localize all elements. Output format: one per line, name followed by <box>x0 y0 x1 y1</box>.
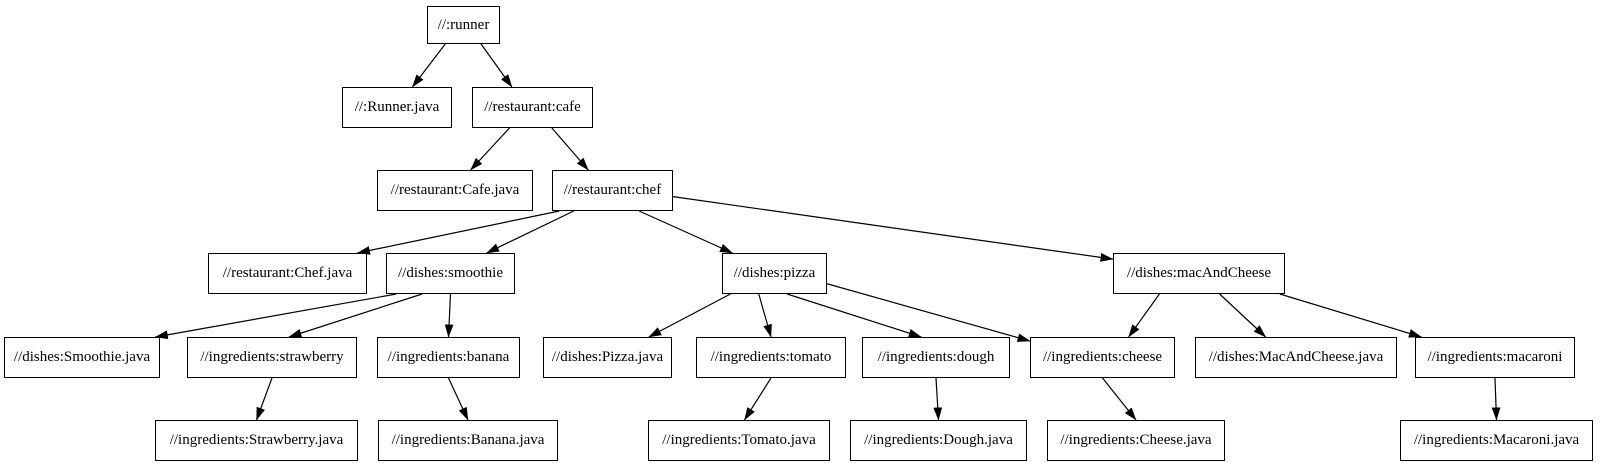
graph-node-tomato: //ingredients:tomato <box>696 337 846 378</box>
graph-node-cheese: //ingredients:cheese <box>1030 337 1175 378</box>
edge-strawberry-to-strawberry-java <box>255 377 273 421</box>
graph-node-runner: //:runner <box>427 6 500 44</box>
graph-node-dough: //ingredients:dough <box>862 337 1010 378</box>
edge-tomato-to-tomato-java <box>743 377 772 421</box>
graph-node-smoothie-java: //dishes:Smoothie.java <box>4 337 160 378</box>
edge-chef-to-smoothie <box>486 210 575 254</box>
edge-cafe-to-cafe-java <box>470 127 510 171</box>
graph-node-cafe-java: //restaurant:Cafe.java <box>377 170 533 211</box>
edge-chef-to-pizza <box>638 210 733 254</box>
graph-node-strawberry: //ingredients:strawberry <box>187 337 357 378</box>
edge-banana-to-banana-java <box>447 377 469 421</box>
graph-node-chef: //restaurant:chef <box>552 170 673 211</box>
graph-node-smoothie: //dishes:smoothie <box>386 253 515 294</box>
edge-cafe-to-chef <box>551 127 589 171</box>
edge-smoothie-to-strawberry <box>288 293 423 338</box>
graph-node-banana: //ingredients:banana <box>377 337 520 378</box>
edge-pizza-to-dough <box>786 293 922 338</box>
edge-runner-to-runner-java <box>411 43 446 88</box>
graph-node-banana-java: //ingredients:Banana.java <box>378 420 558 461</box>
edge-macaroni-to-macaroni-java <box>1491 377 1501 421</box>
graph-node-pizza: //dishes:pizza <box>722 253 827 294</box>
graph-node-dough-java: //ingredients:Dough.java <box>850 420 1027 461</box>
graph-node-cafe: //restaurant:cafe <box>472 87 593 128</box>
edge-mac-and-cheese-to-mac-and-cheese-java <box>1219 293 1267 338</box>
edge-chef-to-mac-and-cheese <box>672 196 1114 262</box>
edge-smoothie-to-banana <box>444 293 454 338</box>
graph-node-chef-java: //restaurant:Chef.java <box>208 253 367 294</box>
edge-pizza-to-pizza-java <box>648 293 731 338</box>
graph-node-pizza-java: //dishes:Pizza.java <box>543 337 672 378</box>
edge-cheese-to-cheese-java <box>1102 377 1137 421</box>
graph-node-tomato-java: //ingredients:Tomato.java <box>648 420 830 461</box>
graph-node-macaroni: //ingredients:macaroni <box>1415 337 1575 378</box>
graph-node-macaroni-java: //ingredients:Macaroni.java <box>1400 420 1593 461</box>
graph-node-mac-and-cheese-java: //dishes:MacAndCheese.java <box>1195 337 1397 378</box>
edge-pizza-to-cheese <box>826 283 1031 342</box>
edge-mac-and-cheese-to-macaroni <box>1279 293 1422 338</box>
graph-node-runner-java: //:Runner.java <box>342 87 452 128</box>
edge-smoothie-to-smoothie-java <box>154 293 397 340</box>
edge-chef-to-chef-java <box>356 210 560 255</box>
edge-runner-to-cafe <box>480 43 513 88</box>
graph-node-strawberry-java: //ingredients:Strawberry.java <box>155 420 358 461</box>
edge-pizza-to-tomato <box>758 293 772 338</box>
edge-dough-to-dough-java <box>933 377 943 421</box>
edge-mac-and-cheese-to-cheese <box>1128 293 1160 338</box>
graph-node-mac-and-cheese: //dishes:macAndCheese <box>1113 253 1285 294</box>
graph-node-cheese-java: //ingredients:Cheese.java <box>1047 420 1225 461</box>
